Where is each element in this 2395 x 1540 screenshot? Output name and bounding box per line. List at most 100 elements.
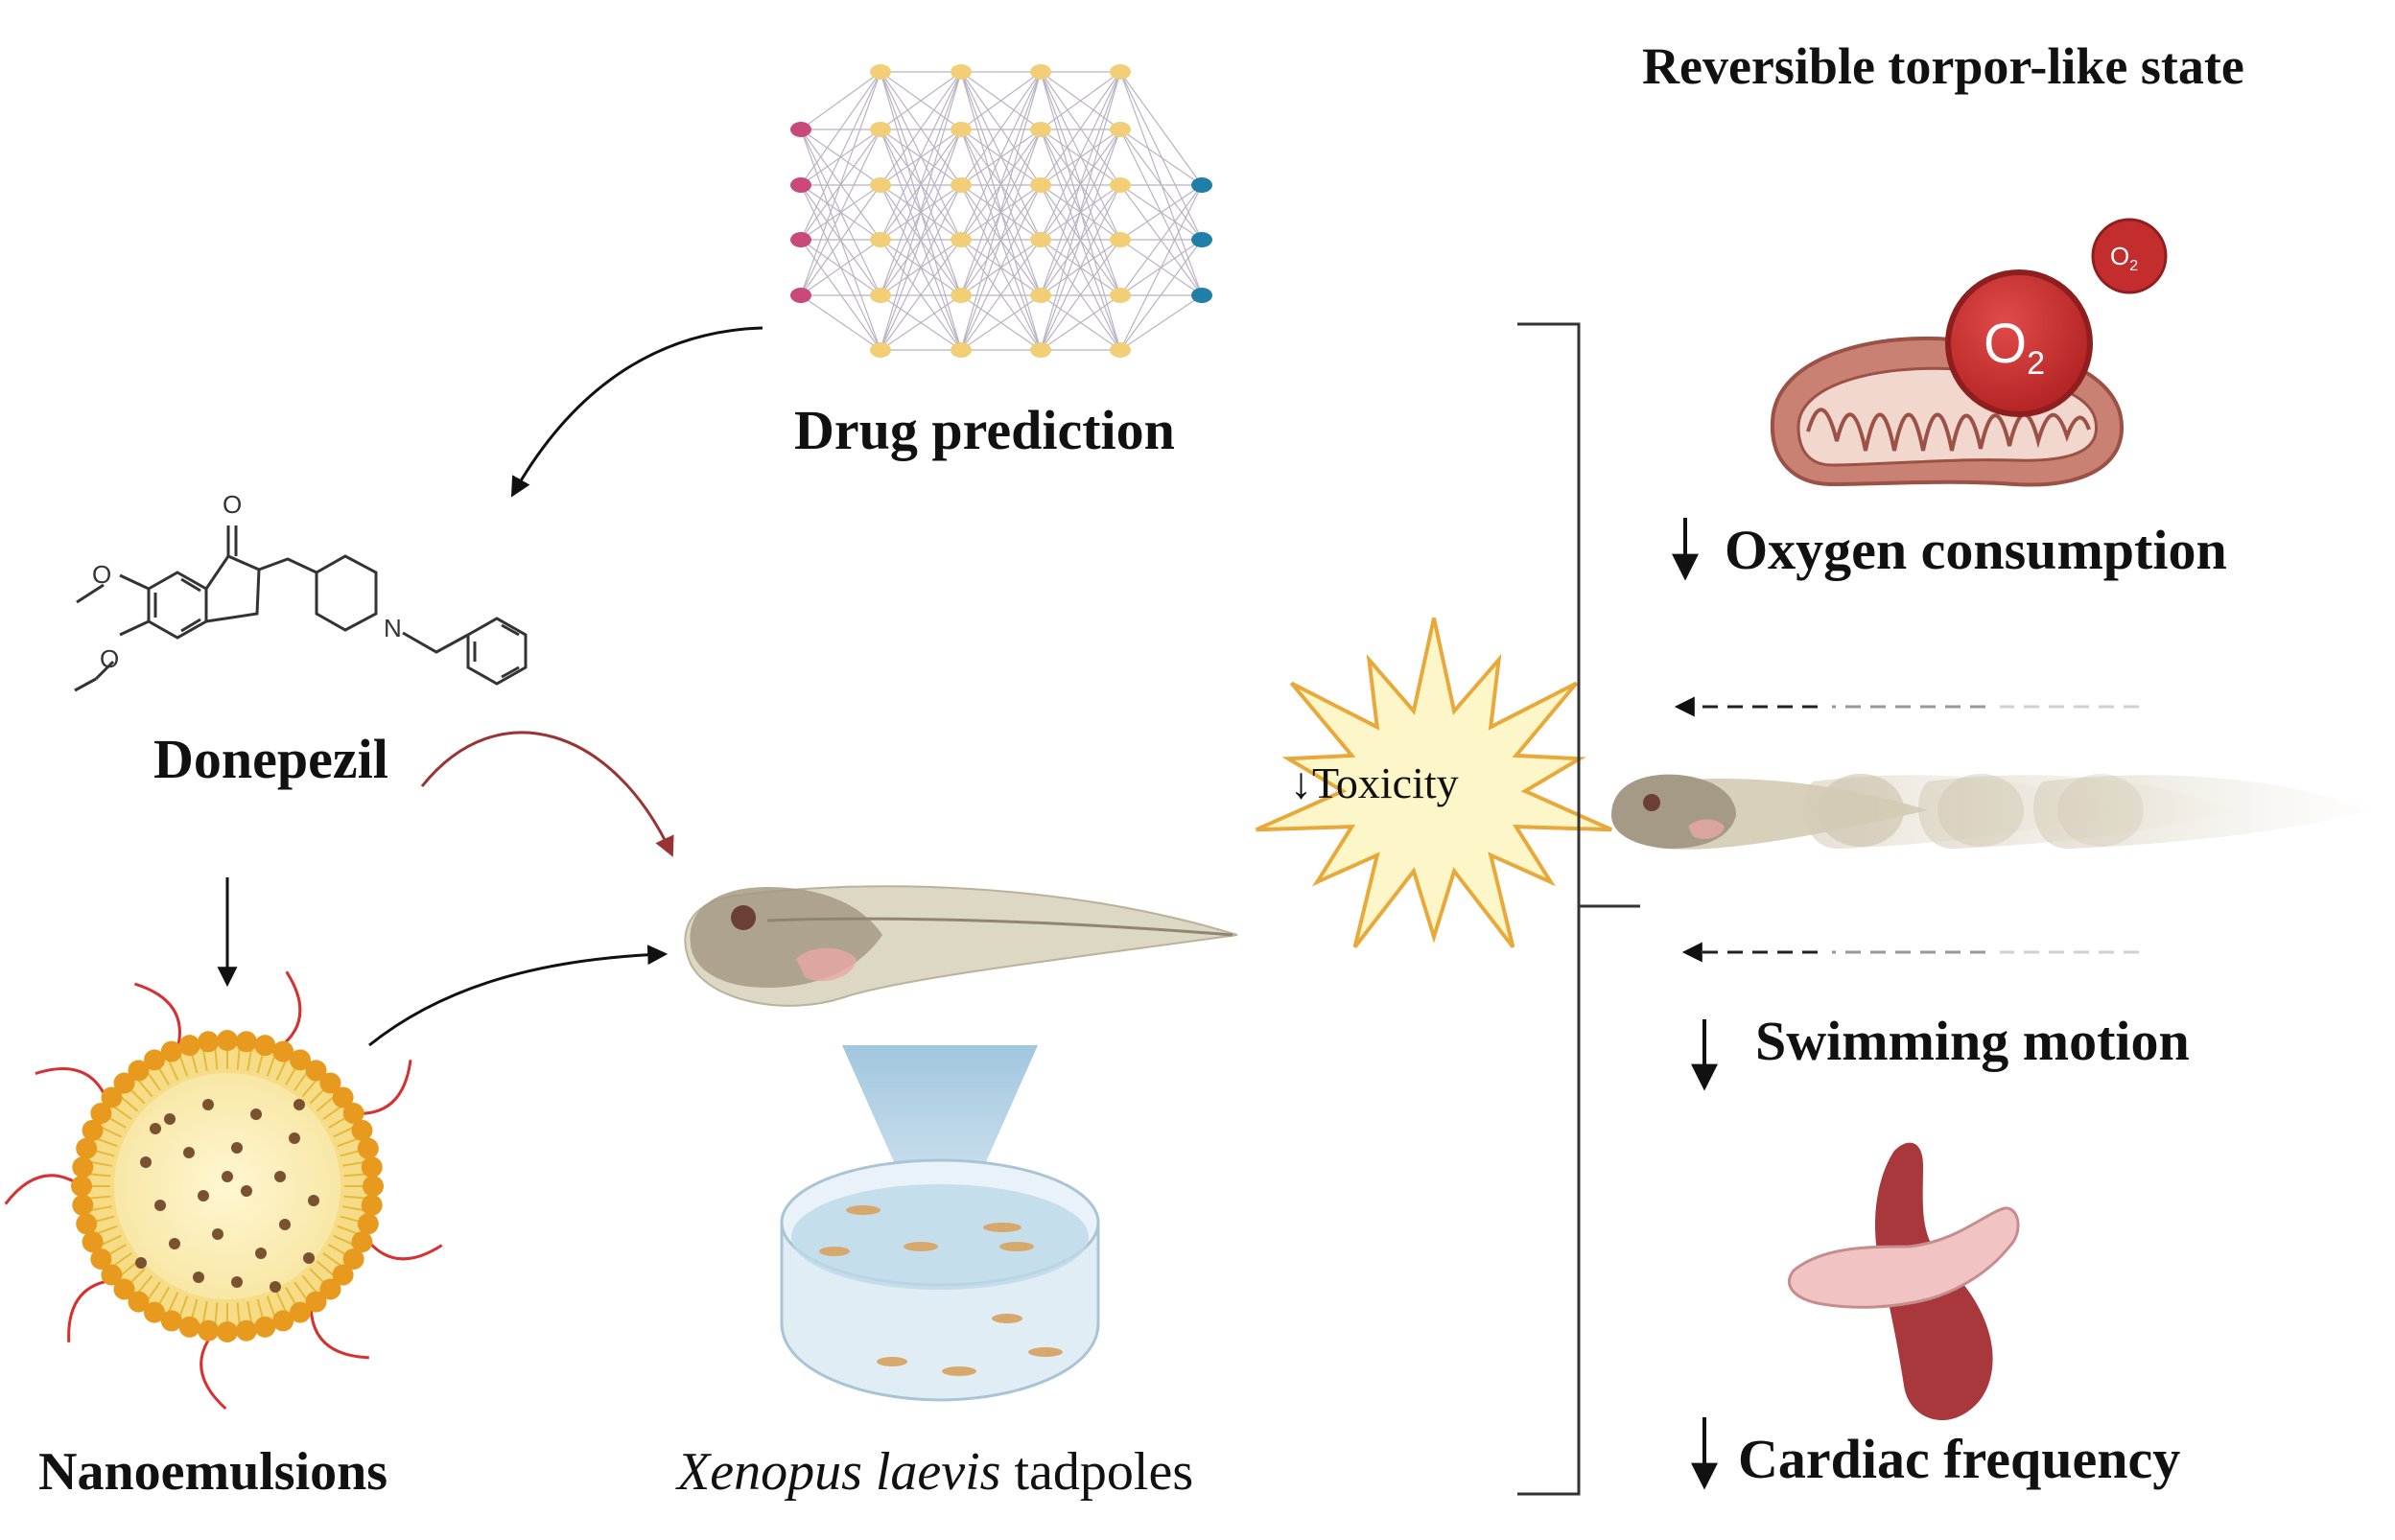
nn-hidden-node <box>951 122 972 137</box>
lipid-head <box>90 1248 112 1270</box>
lipid-tail <box>322 1252 343 1268</box>
nn-connection <box>880 71 962 351</box>
lipid-tail <box>146 1070 161 1091</box>
effects-bracket <box>1517 322 1581 1496</box>
lipid-head <box>144 1049 165 1071</box>
lipid-tail <box>341 1205 365 1212</box>
lipid-tail <box>236 1302 241 1326</box>
methoxy-oxygen-atom-2: O <box>100 644 119 673</box>
lipid-head <box>357 1137 379 1159</box>
lipid-head <box>101 1086 123 1108</box>
nn-connection <box>880 128 962 186</box>
donepezil-label: Donepezil <box>153 728 388 790</box>
nn-connection <box>1040 71 1121 130</box>
nn-connection <box>880 128 962 351</box>
lipid-head <box>342 1248 364 1270</box>
polymer-chain <box>67 1278 116 1342</box>
drug-particle <box>193 1272 204 1283</box>
species-name: Xenopus laevis <box>677 1442 1001 1502</box>
toxicity-label: ↓Toxicity <box>1290 758 1459 808</box>
lipid-head <box>319 1072 341 1094</box>
donepezil-oxygen-atom: O <box>223 490 242 519</box>
lipid-tail <box>247 1300 253 1324</box>
nn-connection <box>1040 294 1121 351</box>
lipid-tail <box>341 1160 365 1167</box>
lipid-head <box>198 1319 220 1342</box>
nn-hidden-node <box>870 232 891 247</box>
lipid-head <box>290 1049 311 1071</box>
lipid-head <box>217 1321 238 1342</box>
drug-particle <box>231 1142 243 1154</box>
lipid-tail <box>333 1234 355 1247</box>
nn-hidden-node <box>1110 122 1131 137</box>
nn-hidden-node <box>951 177 972 193</box>
lipid-head <box>361 1156 383 1178</box>
drug-particle <box>250 1108 262 1120</box>
polymer-chain <box>35 1067 109 1104</box>
lipid-tail <box>343 1195 367 1200</box>
nanoemulsion-to-tadpole-arrow <box>368 945 669 1047</box>
drug-particle <box>154 1200 166 1211</box>
lipid-head <box>71 1176 92 1197</box>
nn-connection <box>1040 71 1121 296</box>
nn-connection <box>960 71 1042 241</box>
lipid-tail <box>178 1295 189 1318</box>
nn-hidden-node <box>870 342 891 358</box>
lipid-head <box>272 1310 294 1332</box>
nn-connection <box>800 71 881 241</box>
nn-connection <box>1040 128 1121 351</box>
lipid-head <box>90 1103 112 1124</box>
lipid-tail <box>119 1260 139 1277</box>
methoxy-oxygen-atom-1: O <box>92 560 111 589</box>
lipid-head <box>235 1319 257 1342</box>
nn-hidden-node <box>1110 288 1131 303</box>
nn-connection <box>880 294 962 351</box>
lipid-tail <box>301 1274 318 1295</box>
lipid-head <box>144 1301 165 1323</box>
tadpoles-word: tadpoles <box>1014 1442 1194 1502</box>
lipid-tail <box>87 1173 111 1178</box>
nn-connection <box>960 294 1042 351</box>
nn-hidden-node <box>951 64 972 80</box>
polymer-chain <box>363 1235 443 1261</box>
lipid-head <box>361 1194 383 1216</box>
drug-particle <box>183 1147 195 1158</box>
nn-connection <box>1119 184 1203 296</box>
lipid-head <box>272 1040 294 1062</box>
donepezil-structure <box>74 525 528 692</box>
polymer-chain <box>353 1060 412 1115</box>
lipid-tail <box>214 1302 219 1326</box>
lipid-head <box>351 1119 373 1141</box>
lipid-tail <box>316 1095 336 1112</box>
lipid-head <box>128 1291 150 1313</box>
lipid-head <box>332 1086 354 1108</box>
nanoemulsions-label: Nanoemulsions <box>38 1442 388 1502</box>
lipid-tail <box>111 1252 132 1268</box>
nn-connection <box>880 71 962 130</box>
lipid-head <box>160 1310 182 1332</box>
nn-connection <box>1040 71 1121 241</box>
lipid-tail <box>316 1260 336 1277</box>
nn-connection <box>960 71 1042 351</box>
lipid-tail <box>119 1095 139 1112</box>
drug-particle <box>212 1228 223 1240</box>
lipid-head <box>217 1030 238 1051</box>
nn-hidden-node <box>870 122 891 137</box>
nn-input-node <box>790 232 811 247</box>
nn-connection <box>960 128 1042 351</box>
oxygen-consumption-label: Oxygen consumption <box>1725 519 2227 581</box>
lipid-tail <box>275 1292 288 1314</box>
nn-hidden-node <box>1110 177 1131 193</box>
polymer-chain <box>276 970 302 1051</box>
lipid-head <box>305 1060 327 1082</box>
drug-particle <box>169 1238 180 1249</box>
nn-connection <box>800 184 881 296</box>
heart-icon <box>1787 1142 2020 1421</box>
lipid-tail <box>322 1105 343 1120</box>
drug-particle <box>255 1248 267 1259</box>
nn-input-node <box>790 122 811 137</box>
nn-output-node <box>1191 288 1212 303</box>
lipid-head <box>305 1291 327 1313</box>
nn-connection <box>800 71 881 296</box>
